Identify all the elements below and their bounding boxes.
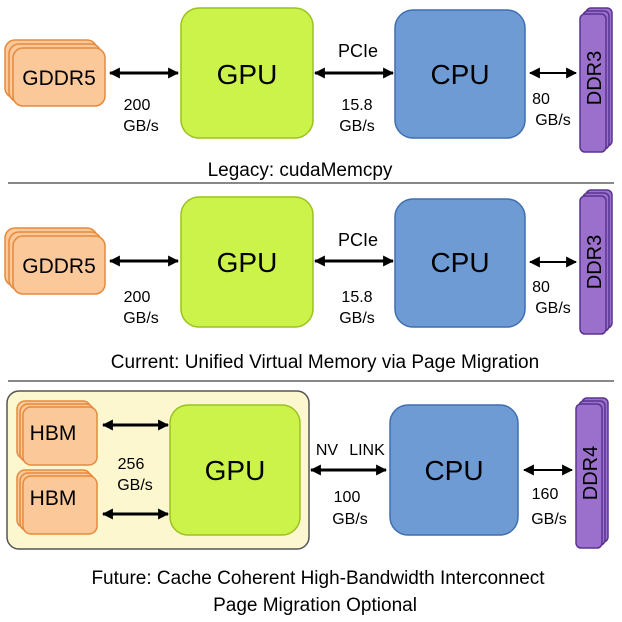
ddr-bandwidth-unit: GB/s <box>531 511 567 528</box>
gpu-label: GPU <box>217 59 278 90</box>
ddr-bandwidth-unit: GB/s <box>535 112 571 129</box>
ddr-bandwidth-unit: GB/s <box>535 300 571 317</box>
gpu-box <box>180 7 314 139</box>
link-bandwidth-unit: GB/s <box>339 118 375 135</box>
hbm-top-label: HBM <box>30 422 77 445</box>
ddr4-memory-stack: DDR4 <box>575 397 609 549</box>
nvlink-label-nv: NV <box>316 442 339 459</box>
panel-future: HBM HBM 256 GB/s GPU NV LINK 100 GB/s CP… <box>6 390 609 616</box>
ddr-bandwidth-value: 80 <box>532 91 550 108</box>
memory-bandwidth-value: 200 <box>124 97 151 114</box>
caption-legacy: Legacy: cudaMemcpy <box>208 160 393 181</box>
link-bandwidth-value: 100 <box>334 489 361 506</box>
gddr5-memory-stack: GDDR5 <box>4 227 106 295</box>
cpu-label: CPU <box>430 247 489 278</box>
ddr3-memory-stack: DDR3 <box>579 7 613 153</box>
memory-bandwidth-value: 200 <box>124 289 151 306</box>
ddr-label: DDR4 <box>580 446 602 500</box>
link-bandwidth-unit: GB/s <box>339 310 375 327</box>
memory-bandwidth-unit: GB/s <box>117 477 153 494</box>
hbm-memory-stack-bottom: HBM <box>16 469 98 535</box>
cpu-box <box>394 9 526 139</box>
gddr5-label: GDDR5 <box>22 255 96 278</box>
cpu-box <box>394 198 526 328</box>
memory-bandwidth-value: 256 <box>118 456 145 473</box>
gpu-label: GPU <box>205 455 266 486</box>
ddr-label: DDR3 <box>584 51 606 105</box>
pcie-label: PCIe <box>338 230 378 250</box>
panel-current: GDDR5 200 GB/s GPU PCIe 15.8 GB/s CPU 80… <box>4 189 613 373</box>
gpu-label: GPU <box>217 247 278 278</box>
hbm-bottom-label: HBM <box>30 487 77 510</box>
gddr5-memory-stack: GDDR5 <box>4 39 106 107</box>
link-bandwidth-value: 15.8 <box>341 97 372 114</box>
link-bandwidth-unit: GB/s <box>332 511 368 528</box>
caption-current: Current: Unified Virtual Memory via Page… <box>111 352 539 373</box>
hbm-memory-stack-top: HBM <box>16 400 98 466</box>
pcie-label: PCIe <box>338 41 378 61</box>
ddr-bandwidth-value: 160 <box>532 486 559 503</box>
cpu-label: CPU <box>430 59 489 90</box>
caption-future-line1: Future: Cache Coherent High-Bandwidth In… <box>91 568 545 589</box>
cpu-label: CPU <box>424 455 483 486</box>
link-bandwidth-value: 15.8 <box>341 289 372 306</box>
nvlink-label-link: LINK <box>349 442 385 459</box>
ddr-bandwidth-value: 80 <box>532 279 550 296</box>
gpu-box <box>180 196 314 328</box>
panel-legacy: GDDR5 200 GB/s GPU PCIe 15.8 GB/s CPU 80… <box>4 7 613 181</box>
gpu-box <box>169 404 301 536</box>
cpu-box <box>389 404 519 536</box>
ddr-label: DDR3 <box>584 235 606 289</box>
memory-bandwidth-unit: GB/s <box>123 118 159 135</box>
ddr3-memory-stack: DDR3 <box>579 189 613 335</box>
memory-bandwidth-unit: GB/s <box>123 310 159 327</box>
caption-future-line2: Page Migration Optional <box>213 595 417 616</box>
gddr5-label: GDDR5 <box>22 67 96 90</box>
